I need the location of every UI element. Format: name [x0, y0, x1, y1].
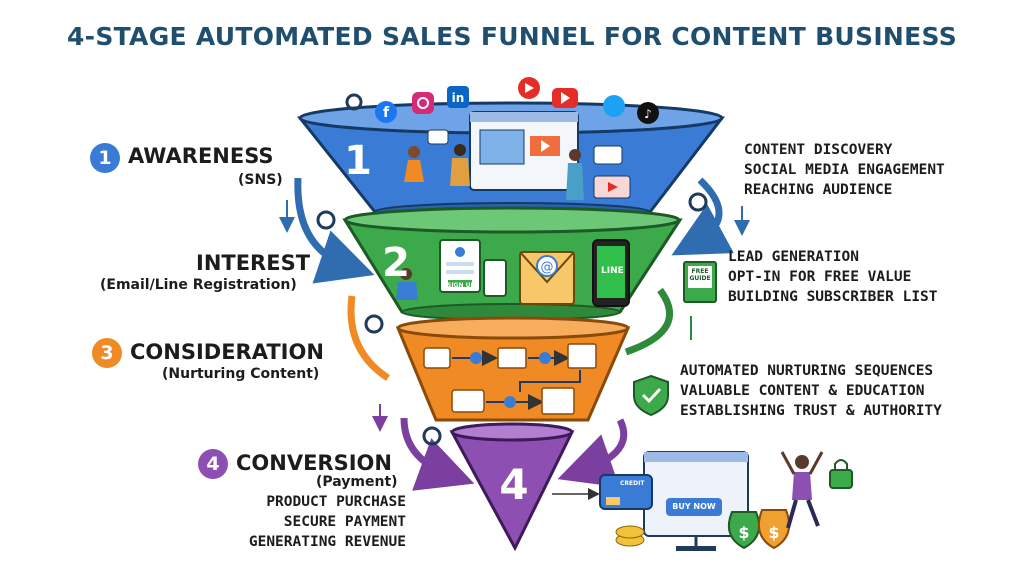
funnel-number-2: 2 — [382, 240, 410, 286]
stage1-detail: SOCIAL MEDIA ENGAGEMENT — [744, 162, 945, 178]
funnel-number-1: 1 — [344, 138, 372, 184]
stage3-details: AUTOMATED NURTURING SEQUENCES VALUABLE C… — [680, 361, 942, 421]
stage3-flow — [423, 343, 597, 415]
stage2-name: INTEREST — [196, 251, 311, 275]
stage1-badge: 1 — [90, 143, 120, 173]
stage1-detail: REACHING AUDIENCE — [744, 182, 893, 198]
free-guide-label: FREE GUIDE — [689, 268, 711, 282]
funnel-number-4: 4 — [499, 460, 529, 509]
svg-text:♪: ♪ — [644, 107, 652, 121]
stage4-sub: (Payment) — [316, 474, 398, 490]
facebook-icon — [375, 101, 397, 123]
social-icons: f in ♪ — [375, 77, 659, 124]
stage4-details: PRODUCT PURCHASE SECURE PAYMENT GENERATI… — [238, 492, 406, 552]
stage1-name: AWARENESS — [128, 144, 274, 168]
stage2-sub: (Email/Line Registration) — [100, 277, 297, 293]
shield-icon — [633, 374, 669, 417]
signup-label: SIGN UP — [447, 282, 475, 289]
lock-icon — [829, 469, 853, 489]
page-title: 4-STAGE AUTOMATED SALES FUNNEL FOR CONTE… — [66, 22, 958, 51]
instagram-icon — [412, 92, 434, 114]
tiktok-icon — [637, 102, 659, 124]
stage4-badge: 4 — [198, 449, 228, 479]
svg-text:$: $ — [738, 523, 749, 542]
svg-text:f: f — [383, 105, 390, 121]
stage2-details: LEAD GENERATION OPT-IN FOR FREE VALUE BU… — [728, 247, 938, 307]
stage1-detail: CONTENT DISCOVERY — [744, 142, 893, 158]
stage3-detail: ESTABLISHING TRUST & AUTHORITY — [680, 403, 942, 419]
stage1-scene — [404, 111, 631, 200]
stage2-scene: @ — [396, 239, 630, 307]
stage3-badge: 3 — [92, 338, 122, 368]
stage1-details: CONTENT DISCOVERY SOCIAL MEDIA ENGAGEMEN… — [744, 140, 945, 200]
stage2-detail: LEAD GENERATION — [728, 249, 859, 265]
stage3-name: CONSIDERATION — [130, 340, 324, 364]
gear-icons — [316, 93, 708, 446]
buy-now-button: BUY NOW — [672, 502, 716, 511]
stage1-sub: (SNS) — [238, 172, 283, 188]
stage3-sub: (Nurturing Content) — [162, 366, 320, 382]
flow-arrows — [279, 177, 750, 500]
stage2-detail: OPT-IN FOR FREE VALUE — [728, 269, 912, 285]
funnel-stage-4 — [449, 422, 575, 552]
line-label: LINE — [601, 266, 624, 276]
stage4-detail: GENERATING REVENUE — [248, 534, 406, 550]
checkout-scene: $ $ — [599, 451, 853, 551]
stage2-detail: BUILDING SUBSCRIBER LIST — [728, 289, 938, 305]
twitter-icon — [603, 95, 625, 117]
stage4-detail: SECURE PAYMENT — [283, 514, 406, 530]
stage3-detail: VALUABLE CONTENT & EDUCATION — [680, 383, 925, 399]
credit-label: CREDIT — [620, 480, 645, 487]
svg-text:in: in — [452, 91, 465, 105]
svg-text:@: @ — [541, 260, 554, 275]
linkedin-icon — [447, 86, 469, 108]
stage4-name: CONVERSION — [236, 451, 392, 475]
free-guide-book — [683, 261, 717, 303]
stage3-detail: AUTOMATED NURTURING SEQUENCES — [680, 363, 934, 379]
svg-text:$: $ — [768, 523, 779, 542]
stage4-detail: PRODUCT PURCHASE — [266, 494, 406, 510]
